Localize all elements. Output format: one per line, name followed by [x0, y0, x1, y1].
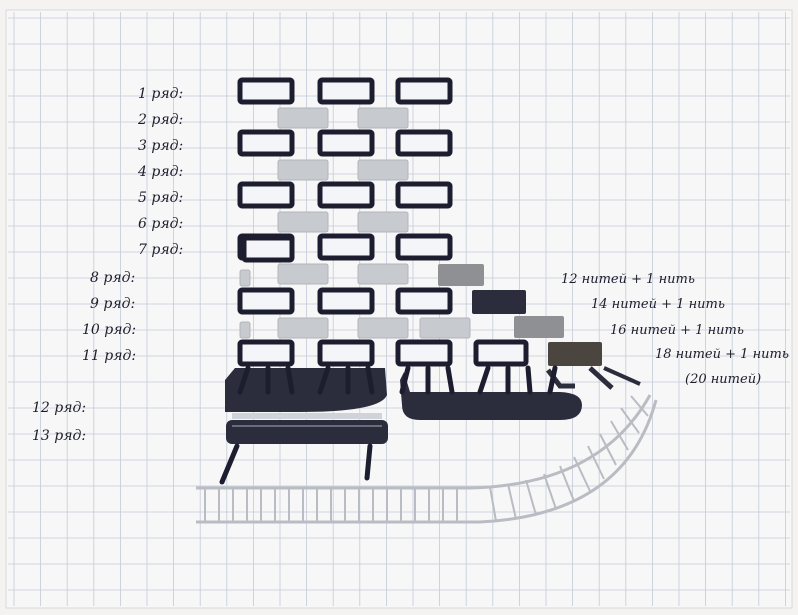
- bead-outline: [398, 236, 450, 258]
- bead-light: [278, 212, 328, 232]
- bead-light: [358, 318, 408, 338]
- bead-outline: [398, 342, 450, 364]
- row-label-4: 4 ряд:: [137, 164, 183, 180]
- bead-light: [278, 264, 328, 284]
- bead-step-row-11: [548, 342, 602, 366]
- bead-light: [240, 270, 250, 286]
- bead-light: [278, 318, 328, 338]
- bead-outline: [240, 184, 292, 206]
- bead-outline: [398, 184, 450, 206]
- row-label-9: 9 ряд:: [90, 296, 135, 312]
- note-row-8: 12 нитей + 1 нить: [561, 272, 695, 287]
- note-row-10: 16 нитей + 1 нить: [610, 323, 744, 338]
- bead-outline: [398, 132, 450, 154]
- bead-outline: [476, 342, 526, 364]
- note-row-9: 14 нитей + 1 нить: [591, 297, 725, 312]
- bead-step-row-9: [472, 290, 526, 314]
- bead-outline: [320, 236, 372, 258]
- row-label-12: 12 ряд:: [32, 400, 86, 416]
- note-row-11: 18 нитей + 1 нить: [655, 347, 789, 362]
- bead-step-row-8: [438, 264, 484, 286]
- bead-light: [278, 160, 328, 180]
- bead-outline: [244, 238, 292, 260]
- bar-row-12-left-light: [232, 413, 382, 419]
- row-label-6: 6 ряд:: [138, 216, 183, 232]
- bead-outline: [320, 290, 372, 312]
- bead-outline: [240, 132, 292, 154]
- bead-outline: [320, 132, 372, 154]
- row-label-2: 2 ряд:: [137, 112, 183, 128]
- note-total: (20 нитей): [685, 372, 761, 387]
- bead-outline: [320, 80, 372, 102]
- row-label-8: 8 ряд:: [90, 270, 135, 286]
- bar-row-12-left: [225, 368, 387, 412]
- row-label-1: 1 ряд:: [138, 86, 183, 102]
- bead-outline: [398, 80, 450, 102]
- bead-outline: [240, 342, 292, 364]
- bar-row-13-left: [226, 420, 388, 444]
- bead-outline: [240, 290, 292, 312]
- bead-light: [358, 160, 408, 180]
- row-label-13: 13 ряд:: [32, 428, 86, 444]
- row-label-7: 7 ряд:: [138, 242, 183, 258]
- bead-light: [358, 264, 408, 284]
- bead-outline: [398, 290, 450, 312]
- row-label-5: 5 ряд:: [138, 190, 183, 206]
- bead-outline: [320, 342, 372, 364]
- bead-outline: [240, 80, 292, 102]
- bead-light: [240, 322, 250, 338]
- row-label-10: 10 ряд:: [82, 322, 136, 338]
- bead-light: [278, 108, 328, 128]
- bead-light: [358, 212, 408, 232]
- bead-step-row-10: [514, 316, 564, 338]
- bead-outline: [320, 184, 372, 206]
- bead-light: [358, 108, 408, 128]
- row-label-11: 11 ряд:: [82, 348, 136, 364]
- bead-light: [420, 318, 470, 338]
- row-label-3: 3 ряд:: [138, 138, 183, 154]
